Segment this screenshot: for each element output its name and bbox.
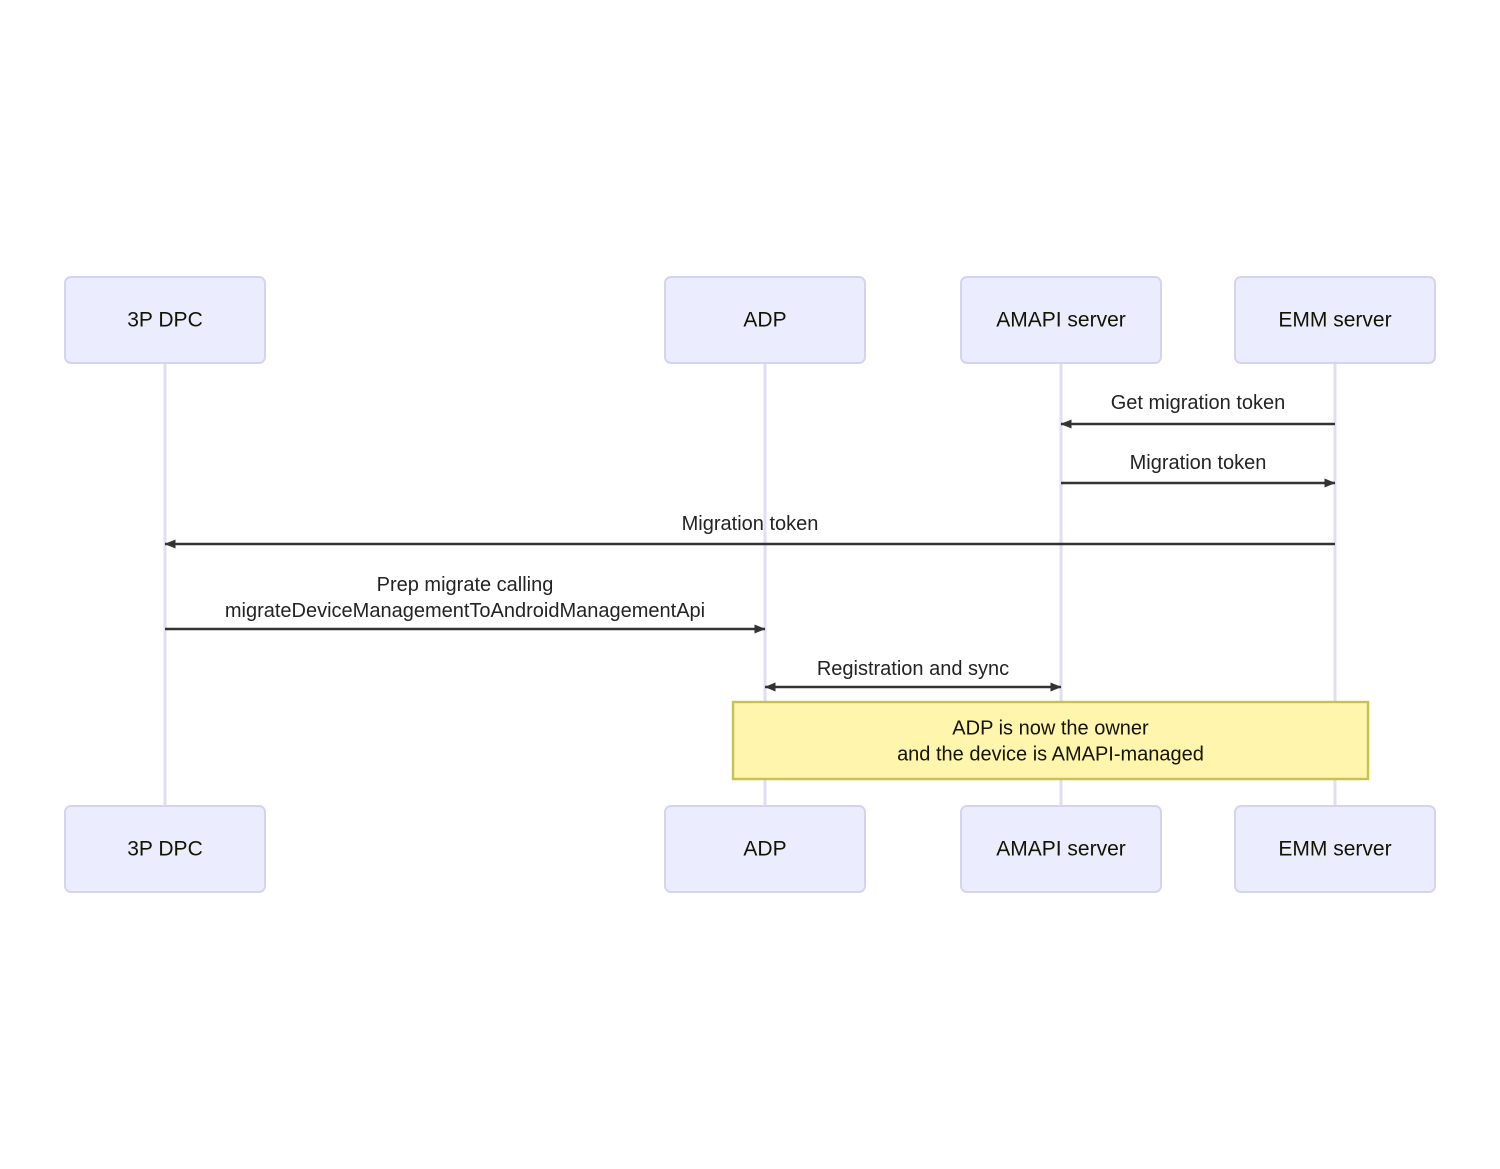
participant-label-amapi-bottom: AMAPI server: [996, 838, 1126, 861]
message-label-m1: Get migration token: [1111, 392, 1286, 414]
message-label-line: Migration token: [1130, 452, 1267, 474]
message-label-m5: Registration and sync: [817, 658, 1009, 680]
participant-box-adp-top[interactable]: [664, 276, 866, 364]
message-label-line: Prep migrate calling: [377, 574, 554, 596]
note-box-n1: [731, 700, 1370, 781]
participant-box-dpc-top[interactable]: [64, 276, 266, 364]
participant-box-adp-bottom[interactable]: [664, 805, 866, 893]
participant-label-emm-top: EMM server: [1278, 309, 1391, 332]
participant-label-dpc-top: 3P DPC: [127, 309, 202, 332]
participant-label-dpc-bottom: 3P DPC: [127, 838, 202, 861]
message-m3[interactable]: Migration token: [164, 513, 1335, 549]
participant-box-emm-bottom[interactable]: [1234, 805, 1436, 893]
participant-box-amapi-top[interactable]: [960, 276, 1162, 364]
message-m1[interactable]: Get migration token: [1060, 392, 1335, 429]
participant-amapi-bottom[interactable]: AMAPI server: [960, 805, 1162, 893]
message-m5[interactable]: Registration and sync: [764, 658, 1062, 692]
message-label-line: Migration token: [682, 513, 819, 535]
participant-dpc-bottom[interactable]: 3P DPC: [64, 805, 266, 893]
participant-emm-bottom[interactable]: EMM server: [1234, 805, 1436, 893]
message-label-m2: Migration token: [1130, 452, 1267, 474]
message-m4[interactable]: Prep migrate calling migrateDeviceManagem…: [165, 574, 766, 634]
participant-amapi-top[interactable]: AMAPI server: [960, 276, 1162, 364]
note-label-n1: ADP is now the owner and the device is AM…: [897, 718, 1204, 766]
participant-adp-top[interactable]: ADP: [664, 276, 866, 364]
message-label-line: migrateDeviceManagementToAndroidManageme…: [225, 600, 705, 622]
participant-dpc-top[interactable]: 3P DPC: [64, 276, 266, 364]
participant-box-emm-top[interactable]: [1234, 276, 1436, 364]
participant-box-dpc-bottom[interactable]: [64, 805, 266, 893]
participant-adp-bottom[interactable]: ADP: [664, 805, 866, 893]
message-label-line: Registration and sync: [817, 658, 1009, 680]
message-label-m4: Prep migrate calling migrateDeviceManagem…: [225, 574, 705, 622]
message-label-line: Get migration token: [1111, 392, 1286, 414]
participant-label-adp-bottom: ADP: [743, 838, 786, 861]
note-n1: ADP is now the owner and the device is AM…: [731, 700, 1370, 781]
note-label-line: ADP is now the owner: [952, 718, 1149, 740]
participant-label-amapi-top: AMAPI server: [996, 309, 1126, 332]
participant-label-emm-bottom: EMM server: [1278, 838, 1391, 861]
message-label-m3: Migration token: [682, 513, 819, 535]
participant-label-adp-top: ADP: [743, 309, 786, 332]
participant-box-amapi-bottom[interactable]: [960, 805, 1162, 893]
note-label-line: and the device is AMAPI-managed: [897, 744, 1204, 766]
participant-emm-top[interactable]: EMM server: [1234, 276, 1436, 364]
message-m2[interactable]: Migration token: [1061, 452, 1336, 488]
notes-group: ADP is now the owner and the device is AM…: [731, 700, 1370, 781]
